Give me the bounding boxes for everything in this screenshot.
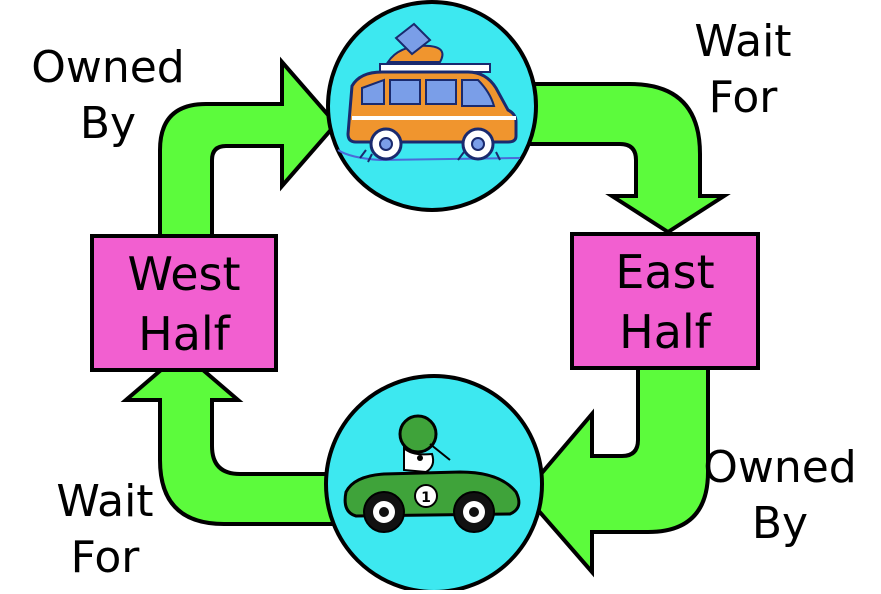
west-half-line1: West bbox=[127, 247, 241, 301]
race-car-node: 1 bbox=[324, 374, 544, 594]
edge-label-top-left: Owned By bbox=[10, 40, 206, 152]
edge-label-bottom-right-line1: Owned bbox=[703, 442, 857, 493]
arrow-west-to-van bbox=[158, 56, 339, 238]
edge-label-bottom-left: Wait For bbox=[30, 474, 180, 586]
arrow-van-to-east bbox=[526, 82, 731, 235]
east-half-line2: Half bbox=[619, 305, 711, 359]
edge-label-top-right: Wait For bbox=[668, 14, 818, 126]
arrow-east-to-racecar bbox=[521, 366, 710, 578]
edge-label-top-left-line1: Owned bbox=[31, 42, 185, 93]
van-icon bbox=[337, 22, 521, 163]
east-half-label: East Half bbox=[572, 242, 758, 362]
svg-text:1: 1 bbox=[421, 490, 431, 506]
edge-label-bottom-right: Owned By bbox=[682, 440, 878, 552]
van-node bbox=[326, 0, 538, 212]
west-half-label: West Half bbox=[92, 244, 276, 364]
edge-label-top-right-line1: Wait bbox=[694, 16, 792, 67]
edge-label-bottom-right-line2: By bbox=[751, 498, 809, 549]
edge-label-bottom-left-line2: For bbox=[70, 532, 140, 583]
edge-label-top-left-line2: By bbox=[79, 98, 137, 149]
east-half-box bbox=[570, 232, 760, 370]
east-half-line1: East bbox=[615, 245, 715, 299]
edge-label-bottom-left-line1: Wait bbox=[56, 476, 154, 527]
edge-label-top-right-line2: For bbox=[708, 72, 778, 123]
west-half-line2: Half bbox=[138, 307, 230, 361]
west-half-box bbox=[90, 234, 278, 372]
race-car-icon: 1 bbox=[343, 414, 521, 533]
arrow-racecar-to-west bbox=[120, 349, 342, 526]
